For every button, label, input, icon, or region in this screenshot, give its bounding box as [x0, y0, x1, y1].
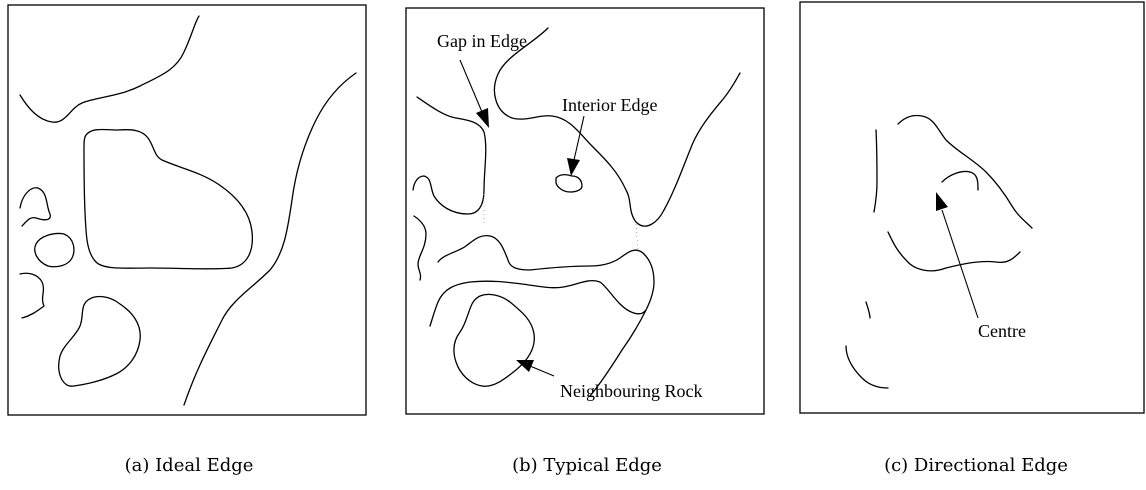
ideal-lower-rock [58, 295, 141, 387]
ideal-central-rock [83, 128, 254, 270]
typical-left-rock-boundary [412, 96, 487, 215]
panel-ideal-edge [7, 4, 367, 416]
ideal-top-boundary [19, 15, 200, 123]
ideal-small-rock-left [19, 187, 51, 227]
directional-small-tick [865, 301, 871, 319]
ideal-right-boundary [183, 72, 357, 406]
panel-b-frame [405, 7, 765, 415]
interior-arrow [567, 115, 585, 176]
directional-lower-edge [887, 231, 1021, 272]
gap-arrow [459, 59, 489, 128]
centre-label: Centre [978, 321, 1026, 341]
directional-upper-arc [897, 114, 1033, 229]
interior-edge-label: Interior Edge [562, 95, 657, 115]
panel-typical-edge: Gap in Edge Interior Edge Neighbouring R… [405, 7, 765, 415]
typical-top-boundary [493, 27, 741, 227]
gap-in-edge-label: Gap in Edge [437, 31, 527, 51]
centre-arrow [936, 192, 979, 319]
typical-left-lower-edge [413, 215, 427, 281]
caption-directional-edge: (c) Directional Edge [884, 455, 1068, 476]
typical-middle-rock [429, 234, 655, 327]
ideal-small-round-rock [34, 232, 75, 268]
ideal-partial-rock-edge [19, 272, 45, 319]
typical-neighbouring-rock [453, 293, 535, 387]
neighbouring-rock-label: Neighbouring Rock [560, 381, 702, 401]
typical-right-descending-edge [589, 309, 647, 397]
typical-gap-dots-right [635, 223, 639, 251]
panel-c-frame [799, 1, 1145, 414]
neighbour-arrow [516, 360, 555, 377]
caption-ideal-edge: (a) Ideal Edge [124, 455, 254, 476]
panel-directional-edge: Centre [799, 1, 1145, 414]
panel-a-frame [7, 4, 367, 416]
directional-bottom-arc [845, 345, 889, 389]
caption-typical-edge: (b) Typical Edge [512, 455, 662, 476]
typical-interior-edge-shape [555, 174, 583, 193]
directional-inner-arc [941, 170, 979, 191]
directional-left-fragment [873, 129, 878, 213]
